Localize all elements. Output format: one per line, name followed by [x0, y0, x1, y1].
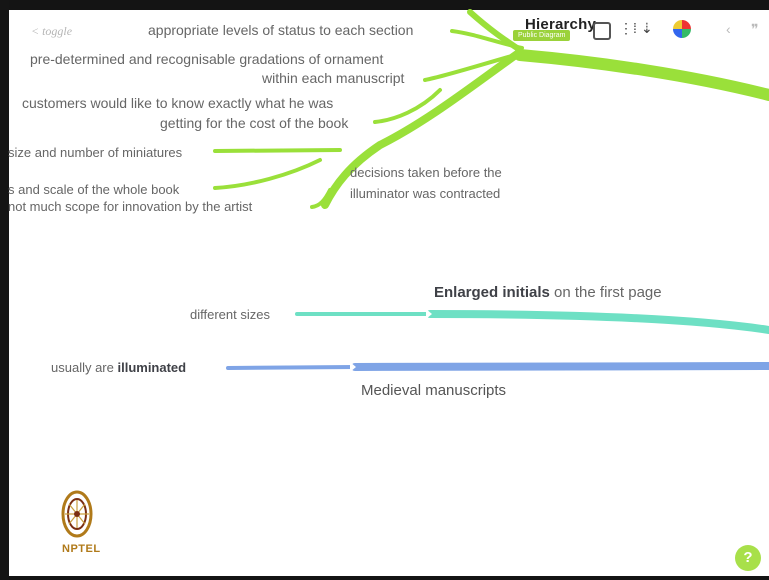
toolbar-title: Hierarchy: [525, 16, 597, 33]
branch-trunk-green: [321, 48, 524, 209]
branch-root-green: [514, 49, 769, 101]
label-miniatures[interactable]: size and number of miniatures: [8, 145, 183, 160]
branch-customers: [373, 88, 442, 124]
label-sizes[interactable]: different sizes: [190, 307, 270, 322]
label-decisions-1[interactable]: decisions taken before the: [350, 165, 502, 180]
node-arrow: [350, 362, 356, 372]
nptel-logo-icon: [61, 490, 93, 538]
video-frame-bottom: [0, 576, 769, 580]
branch-status: [450, 29, 524, 50]
branch-scope: [310, 188, 332, 209]
toggle-button[interactable]: < toggle: [31, 24, 73, 38]
palette-icon[interactable]: [673, 20, 691, 38]
label-customers-2[interactable]: getting for the cost of the book: [160, 115, 349, 131]
label-customers-1[interactable]: customers would like to know exactly wha…: [22, 95, 334, 111]
quote-icon[interactable]: ❞: [751, 21, 759, 37]
nptel-logo-text: NPTEL: [62, 543, 101, 555]
branch-medieval: [351, 362, 769, 371]
toolbar: Hierarchy Public Diagram ⋮⁞ ⇣ ‹ ❞: [513, 16, 769, 48]
video-frame-left: [0, 0, 9, 580]
square-icon[interactable]: [593, 22, 611, 40]
node-arrow: [342, 146, 348, 156]
label-decisions-2[interactable]: illuminator was contracted: [350, 186, 501, 201]
help-button[interactable]: ?: [735, 545, 761, 571]
chevron-icon[interactable]: ‹: [726, 21, 731, 37]
branch-miniatures: [213, 148, 342, 153]
label-scope[interactable]: not much scope for innovation by the art…: [8, 199, 253, 214]
label-enlarged[interactable]: Enlarged initials on the first page: [434, 284, 662, 301]
label-usually-pre: usually are: [51, 360, 118, 375]
branch-scale: [213, 158, 322, 190]
label-enlarged-bold: Enlarged initials: [434, 284, 550, 301]
branch-usually: [226, 365, 357, 370]
video-frame-top: [0, 0, 769, 10]
label-usually[interactable]: usually are illuminated: [51, 360, 186, 375]
grid-icon[interactable]: ⋮⁞: [619, 20, 637, 36]
label-ornament-2[interactable]: within each manuscript: [262, 70, 405, 86]
branch-enlarged: [426, 310, 769, 334]
label-usually-bold: illuminated: [117, 360, 187, 375]
label-scale[interactable]: s and scale of the whole book: [8, 182, 180, 197]
label-medieval[interactable]: Medieval manuscripts: [361, 382, 507, 399]
node-arrow: [426, 309, 432, 319]
label-enlarged-rest: on the first page: [549, 284, 662, 301]
label-ornament-1[interactable]: pre-determined and recognisable gradatio…: [30, 51, 384, 67]
branch-ornament: [423, 53, 517, 82]
public-diagram-badge[interactable]: Public Diagram: [513, 30, 571, 41]
share-icon[interactable]: ⇣: [641, 20, 653, 36]
label-status[interactable]: appropriate levels of status to each sec…: [148, 22, 414, 38]
